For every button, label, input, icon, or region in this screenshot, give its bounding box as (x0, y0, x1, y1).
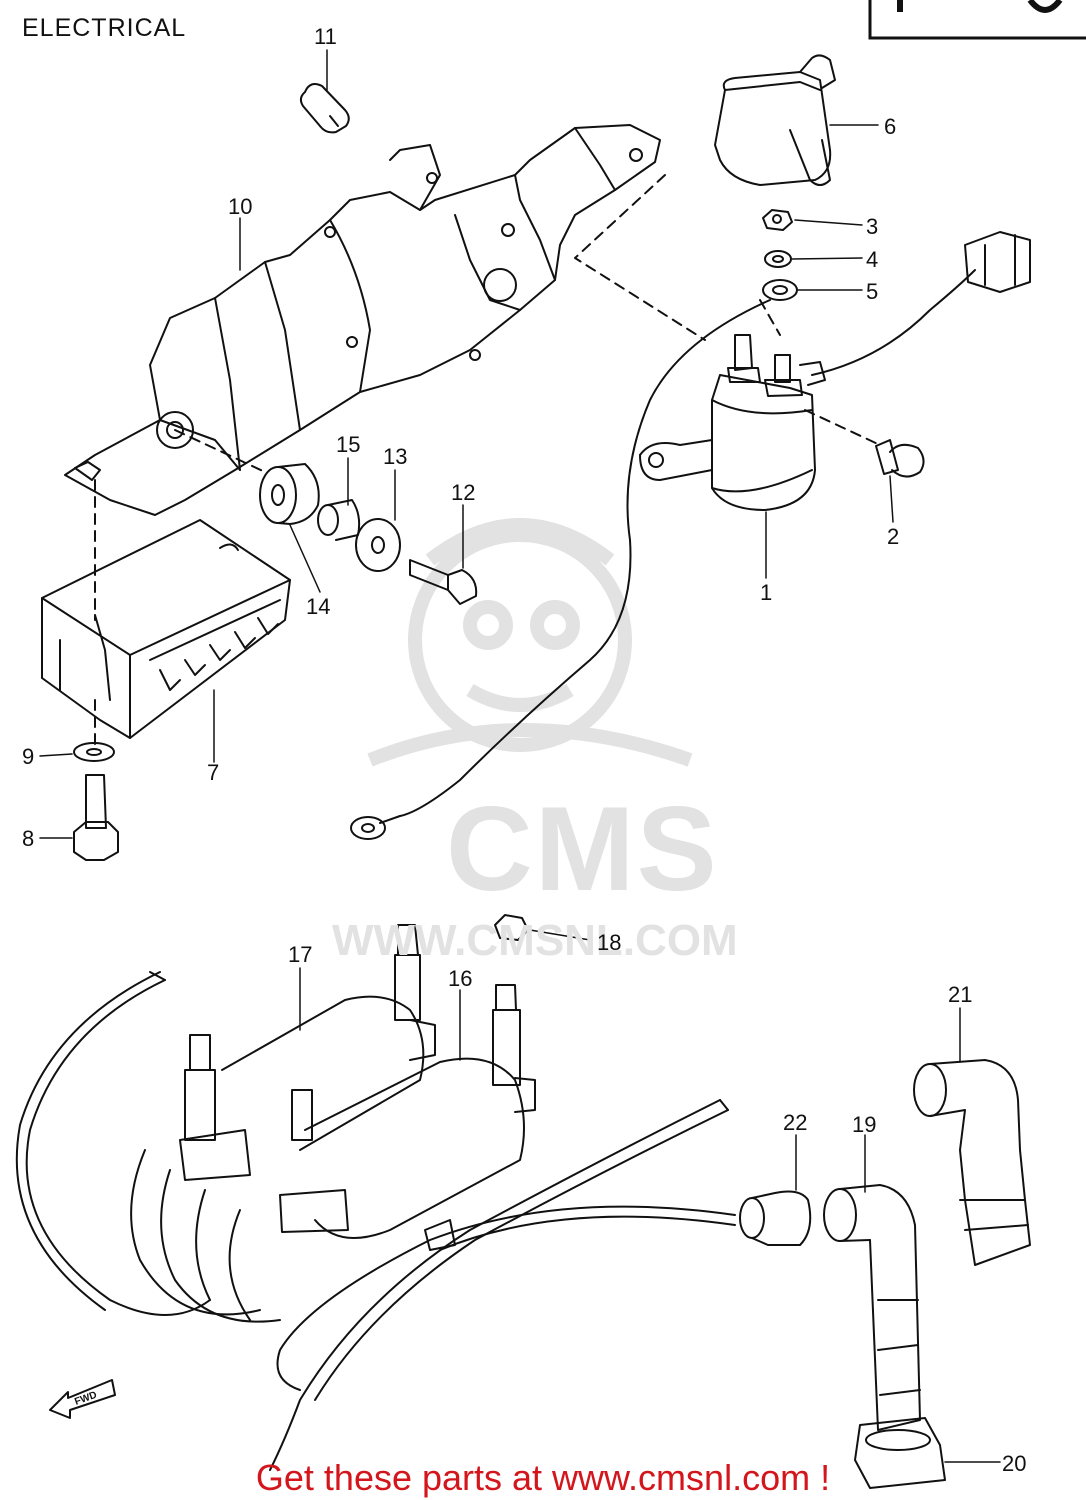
page-title: ELECTRICAL (22, 14, 187, 42)
part-22-insulator (739, 1190, 812, 1246)
watermark-logo-text: CMS (446, 782, 719, 916)
callout-18: 18 (597, 930, 622, 955)
callout-3: 3 (866, 214, 879, 239)
relay-lead-wire (350, 231, 1031, 840)
callout-22: 22 (783, 1110, 808, 1135)
part-15-collar (317, 499, 361, 541)
callout-5: 5 (866, 279, 879, 304)
part-12-bolt (409, 559, 478, 605)
watermark-url-text: WWW.CMSNL.COM (332, 916, 738, 965)
callout-14: 14 (306, 594, 331, 619)
footer-cta-link[interactable]: Get these parts at www.cmsnl.com ! (255, 1457, 831, 1498)
callout-4: 4 (866, 247, 879, 272)
frame-corner-glyph (897, 0, 1063, 13)
callout-1: 1 (760, 580, 773, 605)
callout-leaders (39, 49, 1001, 1463)
part-1-starter-relay (639, 334, 826, 511)
part-3-nut (762, 209, 793, 231)
part-9-washer (73, 742, 115, 762)
callout-7: 7 (207, 760, 220, 785)
part-8-bolt (73, 774, 119, 861)
watermark-mascot (367, 518, 693, 767)
callout-2: 2 (887, 524, 900, 549)
part-20-cap-seal (854, 1417, 946, 1489)
fwd-arrow-icon (49, 1379, 116, 1419)
part-13-washer (355, 518, 401, 572)
frame-corner (868, 0, 1086, 40)
part-14-grommet (259, 463, 320, 525)
callout-21: 21 (948, 982, 973, 1007)
leader-lines-dashed (94, 174, 881, 746)
callout-16: 16 (448, 966, 473, 991)
part-5-terminal (762, 279, 798, 301)
part-6-boot-cover (714, 54, 836, 186)
part-2-bolt (875, 439, 925, 478)
callout-19: 19 (852, 1112, 877, 1137)
callout-12: 12 (451, 480, 476, 505)
callout-20: 20 (1002, 1451, 1027, 1476)
callout-13: 13 (383, 444, 408, 469)
callout-10: 10 (228, 194, 253, 219)
part-10-bracket (64, 124, 661, 516)
callout-15: 15 (336, 432, 361, 457)
callout-8: 8 (22, 826, 35, 851)
callout-6: 6 (884, 114, 897, 139)
part-7-regulator-box (41, 519, 291, 739)
part-16-ignition-coil (279, 984, 536, 1251)
part-4-lock-washer (764, 250, 792, 268)
part-19-plug-cap (823, 1184, 921, 1431)
part-18-nut (494, 914, 529, 941)
part-11-plug (299, 83, 350, 134)
callout-9: 9 (22, 744, 35, 769)
part-17-ignition-coil (179, 924, 436, 1181)
high-tension-leads (15, 971, 736, 1471)
callout-17: 17 (288, 942, 313, 967)
part-21-elbow-cap (913, 1059, 1031, 1266)
callout-11: 11 (314, 24, 337, 49)
